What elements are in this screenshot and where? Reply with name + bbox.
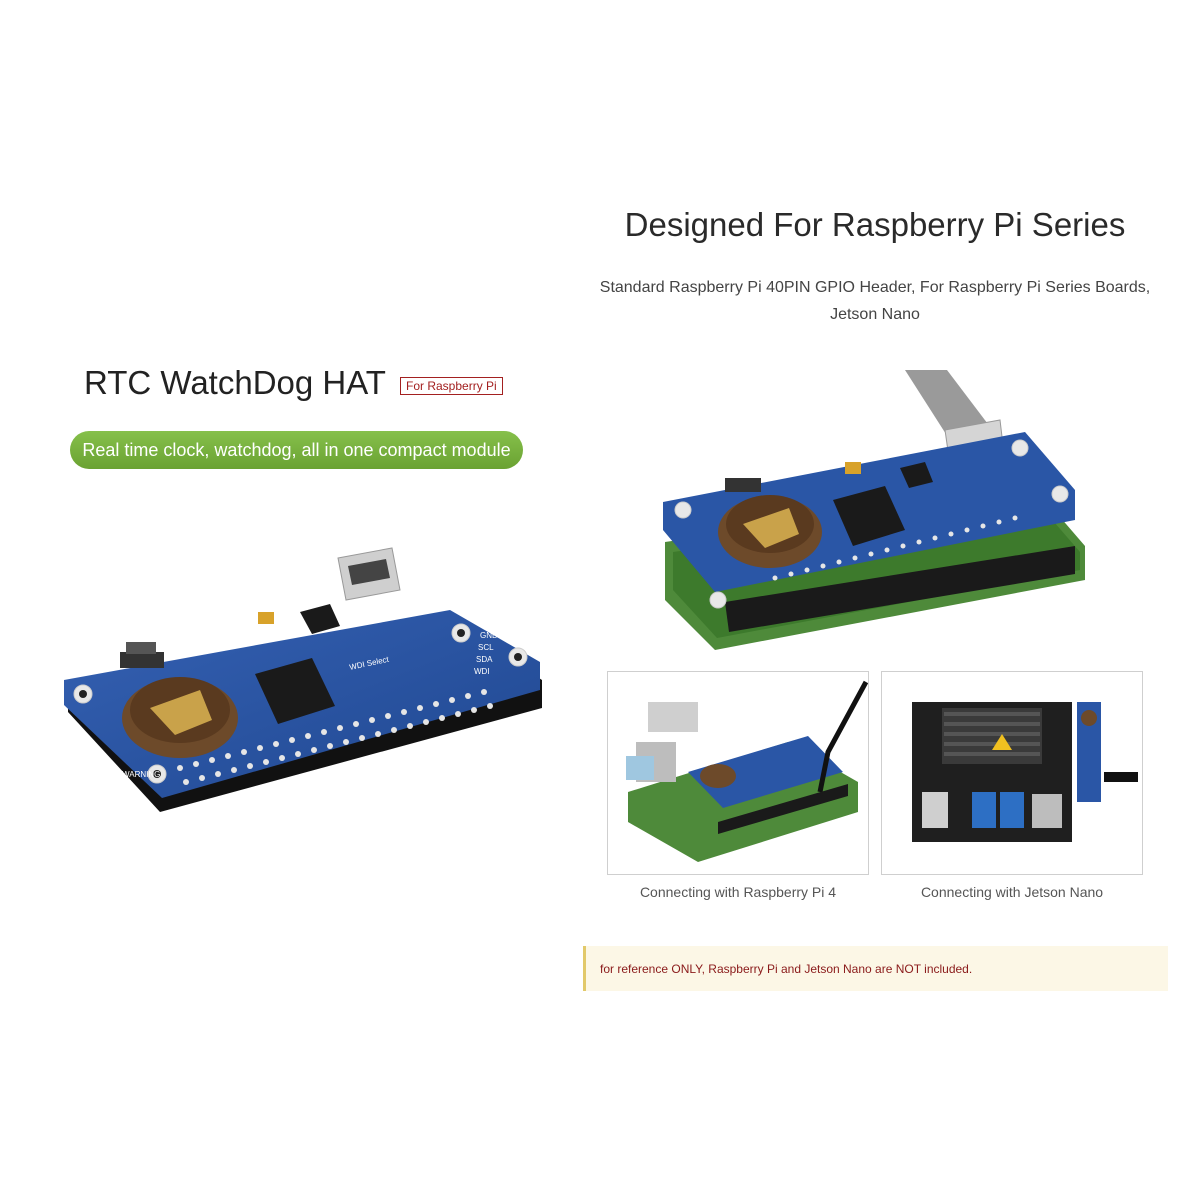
photo-jetson-nano — [881, 671, 1143, 875]
notice-text: for reference ONLY, Raspberry Pi and Jet… — [600, 961, 973, 976]
warning-label: WARNING — [122, 770, 160, 779]
jetson-nano-image — [912, 702, 1138, 842]
hat-on-pi-image — [663, 370, 1085, 650]
platform-badge: For Raspberry Pi — [400, 377, 503, 395]
section-title: Designed For Raspberry Pi Series — [624, 206, 1126, 243]
subtitle-line: Standard Raspberry Pi 40PIN GPIO Header,… — [599, 279, 1151, 296]
crystal — [258, 612, 274, 624]
slide-switch — [120, 652, 164, 668]
photo-caption: Connecting with Raspberry Pi 4 — [639, 884, 837, 900]
pin-label: SDA — [476, 655, 493, 664]
battery-clip — [150, 690, 212, 735]
tagline-pill: Real time clock, watchdog, all in one co… — [70, 431, 523, 469]
raspberry-pi-4-image — [626, 680, 868, 862]
pin-label: GND — [480, 631, 498, 640]
rtc-watchdog-hat-board-image: WARNING WDI Select 5V GND SCL SDA WDI — [64, 547, 542, 812]
photo-caption: Connecting with Jetson Nano — [920, 884, 1104, 900]
watchdog-chip — [255, 658, 335, 724]
product-title: RTC WatchDog HAT — [84, 364, 386, 401]
reference-notice: for reference ONLY, Raspberry Pi and Jet… — [583, 946, 1168, 991]
subtitle-line: Jetson Nano — [830, 306, 920, 323]
pin-label: WDI — [474, 667, 490, 676]
gpio-header — [725, 546, 1075, 632]
rtc-chip — [300, 604, 340, 634]
section-subtitle: Standard Raspberry Pi 40PIN GPIO Header,… — [575, 274, 1175, 328]
photo-raspberry-pi-4 — [607, 671, 869, 875]
pin-label: SCL — [478, 643, 494, 652]
tagline-text: Real time clock, watchdog, all in one co… — [82, 439, 511, 460]
pin-label: 5V — [482, 619, 492, 628]
